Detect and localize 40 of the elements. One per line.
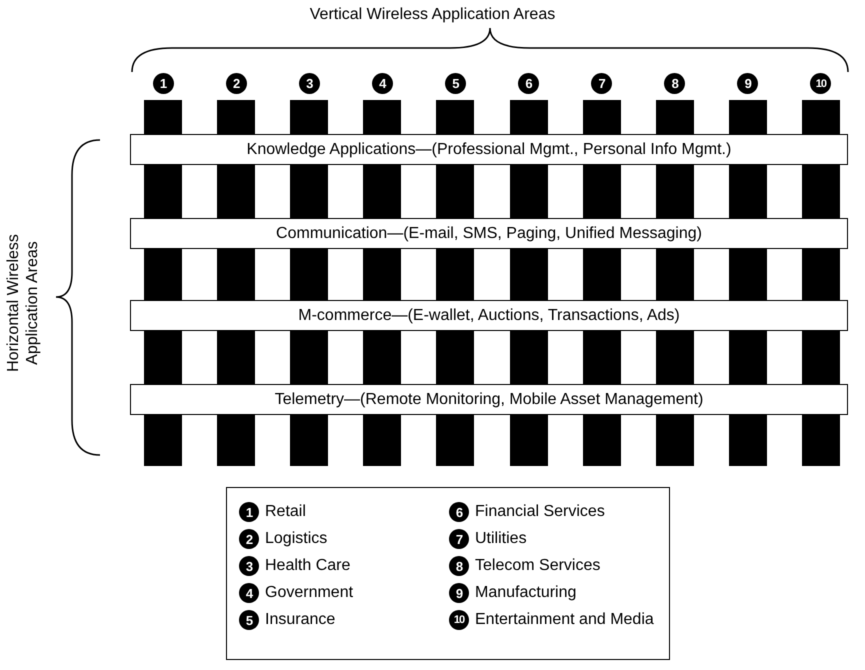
band-label: M-commerce—(E-wallet, Auctions, Transactions, Ads) <box>298 306 680 324</box>
legend-text: Government <box>265 584 354 602</box>
legend-number: 5 <box>239 610 259 630</box>
column-number: 2 <box>226 73 247 94</box>
legend-number: 10 <box>449 610 469 630</box>
legend-text: Retail <box>265 503 306 521</box>
column-number: 6 <box>518 73 539 94</box>
application-band <box>130 134 848 165</box>
column-number: 5 <box>444 73 466 94</box>
column-number: 7 <box>591 73 612 94</box>
application-band <box>130 300 848 331</box>
column-number: 8 <box>664 73 686 94</box>
legend-text: Telecom Services <box>475 557 600 575</box>
band-label: Knowledge Applications—(Professional Mgmt., Personal Info Mgmt.) <box>246 140 732 158</box>
column-number: 1 <box>152 73 174 94</box>
legend-text: Financial Services <box>475 503 605 521</box>
application-band <box>130 384 848 415</box>
legend-number: 9 <box>449 583 469 603</box>
legend-number: 1 <box>239 502 259 522</box>
column-number: 9 <box>737 73 758 94</box>
legend-number: 6 <box>449 502 469 522</box>
column-number: 3 <box>298 73 320 94</box>
legend-number: 2 <box>239 529 259 549</box>
legend-text: Manufacturing <box>475 584 576 602</box>
band-label: Telemetry—(Remote Monitoring, Mobile Asset Management) <box>274 390 704 408</box>
legend-text: Insurance <box>265 611 336 629</box>
legend-number: 7 <box>449 529 469 549</box>
legend-text: Utilities <box>475 530 527 548</box>
legend-text: Logistics <box>265 530 328 548</box>
diagram-title: Vertical Wireless Application Areas <box>308 6 556 24</box>
application-band <box>130 218 848 249</box>
legend-number: 4 <box>239 583 259 603</box>
legend-text: Health Care <box>265 557 350 575</box>
band-label: Communication—(E-mail, SMS, Paging, Unified Messaging) <box>276 224 702 242</box>
legend-number: 8 <box>449 556 469 576</box>
legend-text: Entertainment and Media <box>475 611 654 629</box>
column-number: 4 <box>372 73 393 94</box>
legend-number: 3 <box>239 556 259 576</box>
column-number: 10 <box>810 73 832 94</box>
axis-label: Horizontal Wireless Application Areas <box>4 233 42 374</box>
